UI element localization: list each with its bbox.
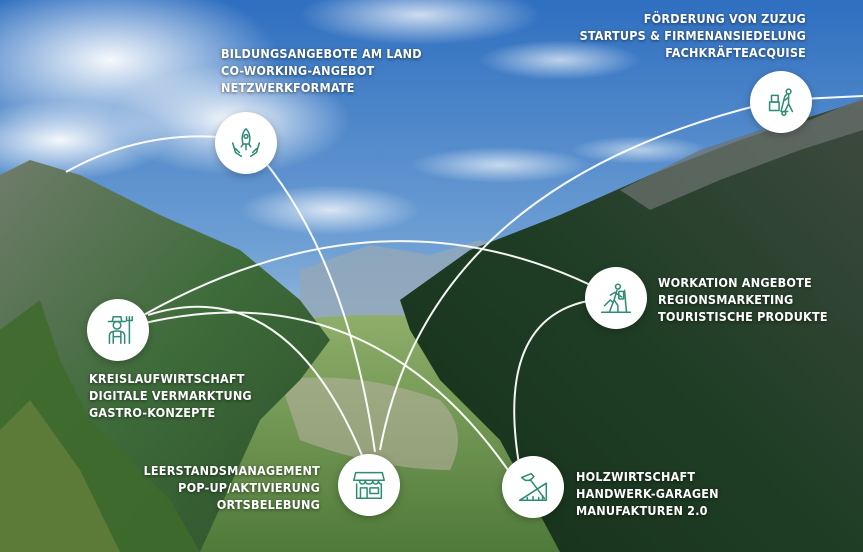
- topic-label-bildung: BILDUNGSANGEBOTE AM LAND CO-WORKING-ANGE…: [221, 45, 422, 96]
- hammer-and-ruler-icon: [518, 472, 548, 502]
- topic-node-holz: [502, 456, 564, 518]
- topic-line: WORKATION ANGEBOTE: [658, 275, 812, 290]
- hiker-icon: [600, 283, 632, 314]
- topic-label-workation: WORKATION ANGEBOTE REGIONSMARKETING TOUR…: [658, 274, 828, 325]
- topic-line: HANDWERK-GARAGEN: [576, 486, 719, 501]
- topic-label-holz: HOLZWIRTSCHAFT HANDWERK-GARAGEN MANUFAKT…: [576, 468, 719, 519]
- topic-line: HOLZWIRTSCHAFT: [576, 469, 696, 484]
- topic-line: FÖRDERUNG VON ZUZUG: [643, 11, 806, 26]
- topic-node-kreislauf: [87, 299, 149, 361]
- farmer-with-pitchfork-icon: [107, 315, 134, 345]
- topic-line: TOURISTISCHE PRODUKTE: [658, 309, 828, 324]
- topic-label-zuzug: FÖRDERUNG VON ZUZUG STARTUPS & FIRMENANS…: [580, 10, 806, 61]
- topic-node-leerstand: [338, 454, 400, 516]
- topic-line: BILDUNGSANGEBOTE AM LAND: [221, 46, 422, 61]
- topic-line: GASTRO-KONZEPTE: [89, 405, 216, 420]
- shop-storefront-icon: [353, 471, 385, 500]
- topic-line: LEERSTANDSMANAGEMENT: [143, 463, 320, 478]
- topic-line: STARTUPS & FIRMENANSIEDELUNG: [579, 28, 806, 43]
- topic-line: NETZWERKFORMATE: [221, 80, 355, 95]
- topic-label-kreislauf: KREISLAUFWIRTSCHAFT DIGITALE VERMARKTUNG…: [89, 370, 252, 421]
- topic-label-leerstand: LEERSTANDSMANAGEMENT POP-UP/AKTIVIERUNG …: [144, 462, 320, 513]
- topic-line: ORTSBELEBUNG: [216, 497, 320, 512]
- topic-line: REGIONSMARKETING: [658, 292, 794, 307]
- topic-line: POP-UP/AKTIVIERUNG: [178, 480, 320, 495]
- rocket-in-hands-icon: [231, 127, 261, 158]
- topic-node-zuzug: [750, 71, 812, 133]
- topic-line: MANUFAKTUREN 2.0: [576, 503, 708, 518]
- topic-node-workation: [585, 267, 647, 329]
- topic-line: DIGITALE VERMARKTUNG: [89, 388, 252, 403]
- topic-node-bildung: [215, 112, 277, 174]
- topic-line: FACHKRÄFTEACQUISE: [665, 45, 806, 60]
- topic-line: CO-WORKING-ANGEBOT: [221, 63, 375, 78]
- topic-line: KREISLAUFWIRTSCHAFT: [89, 371, 245, 386]
- moving-boxes-hand-truck-icon: [768, 88, 794, 117]
